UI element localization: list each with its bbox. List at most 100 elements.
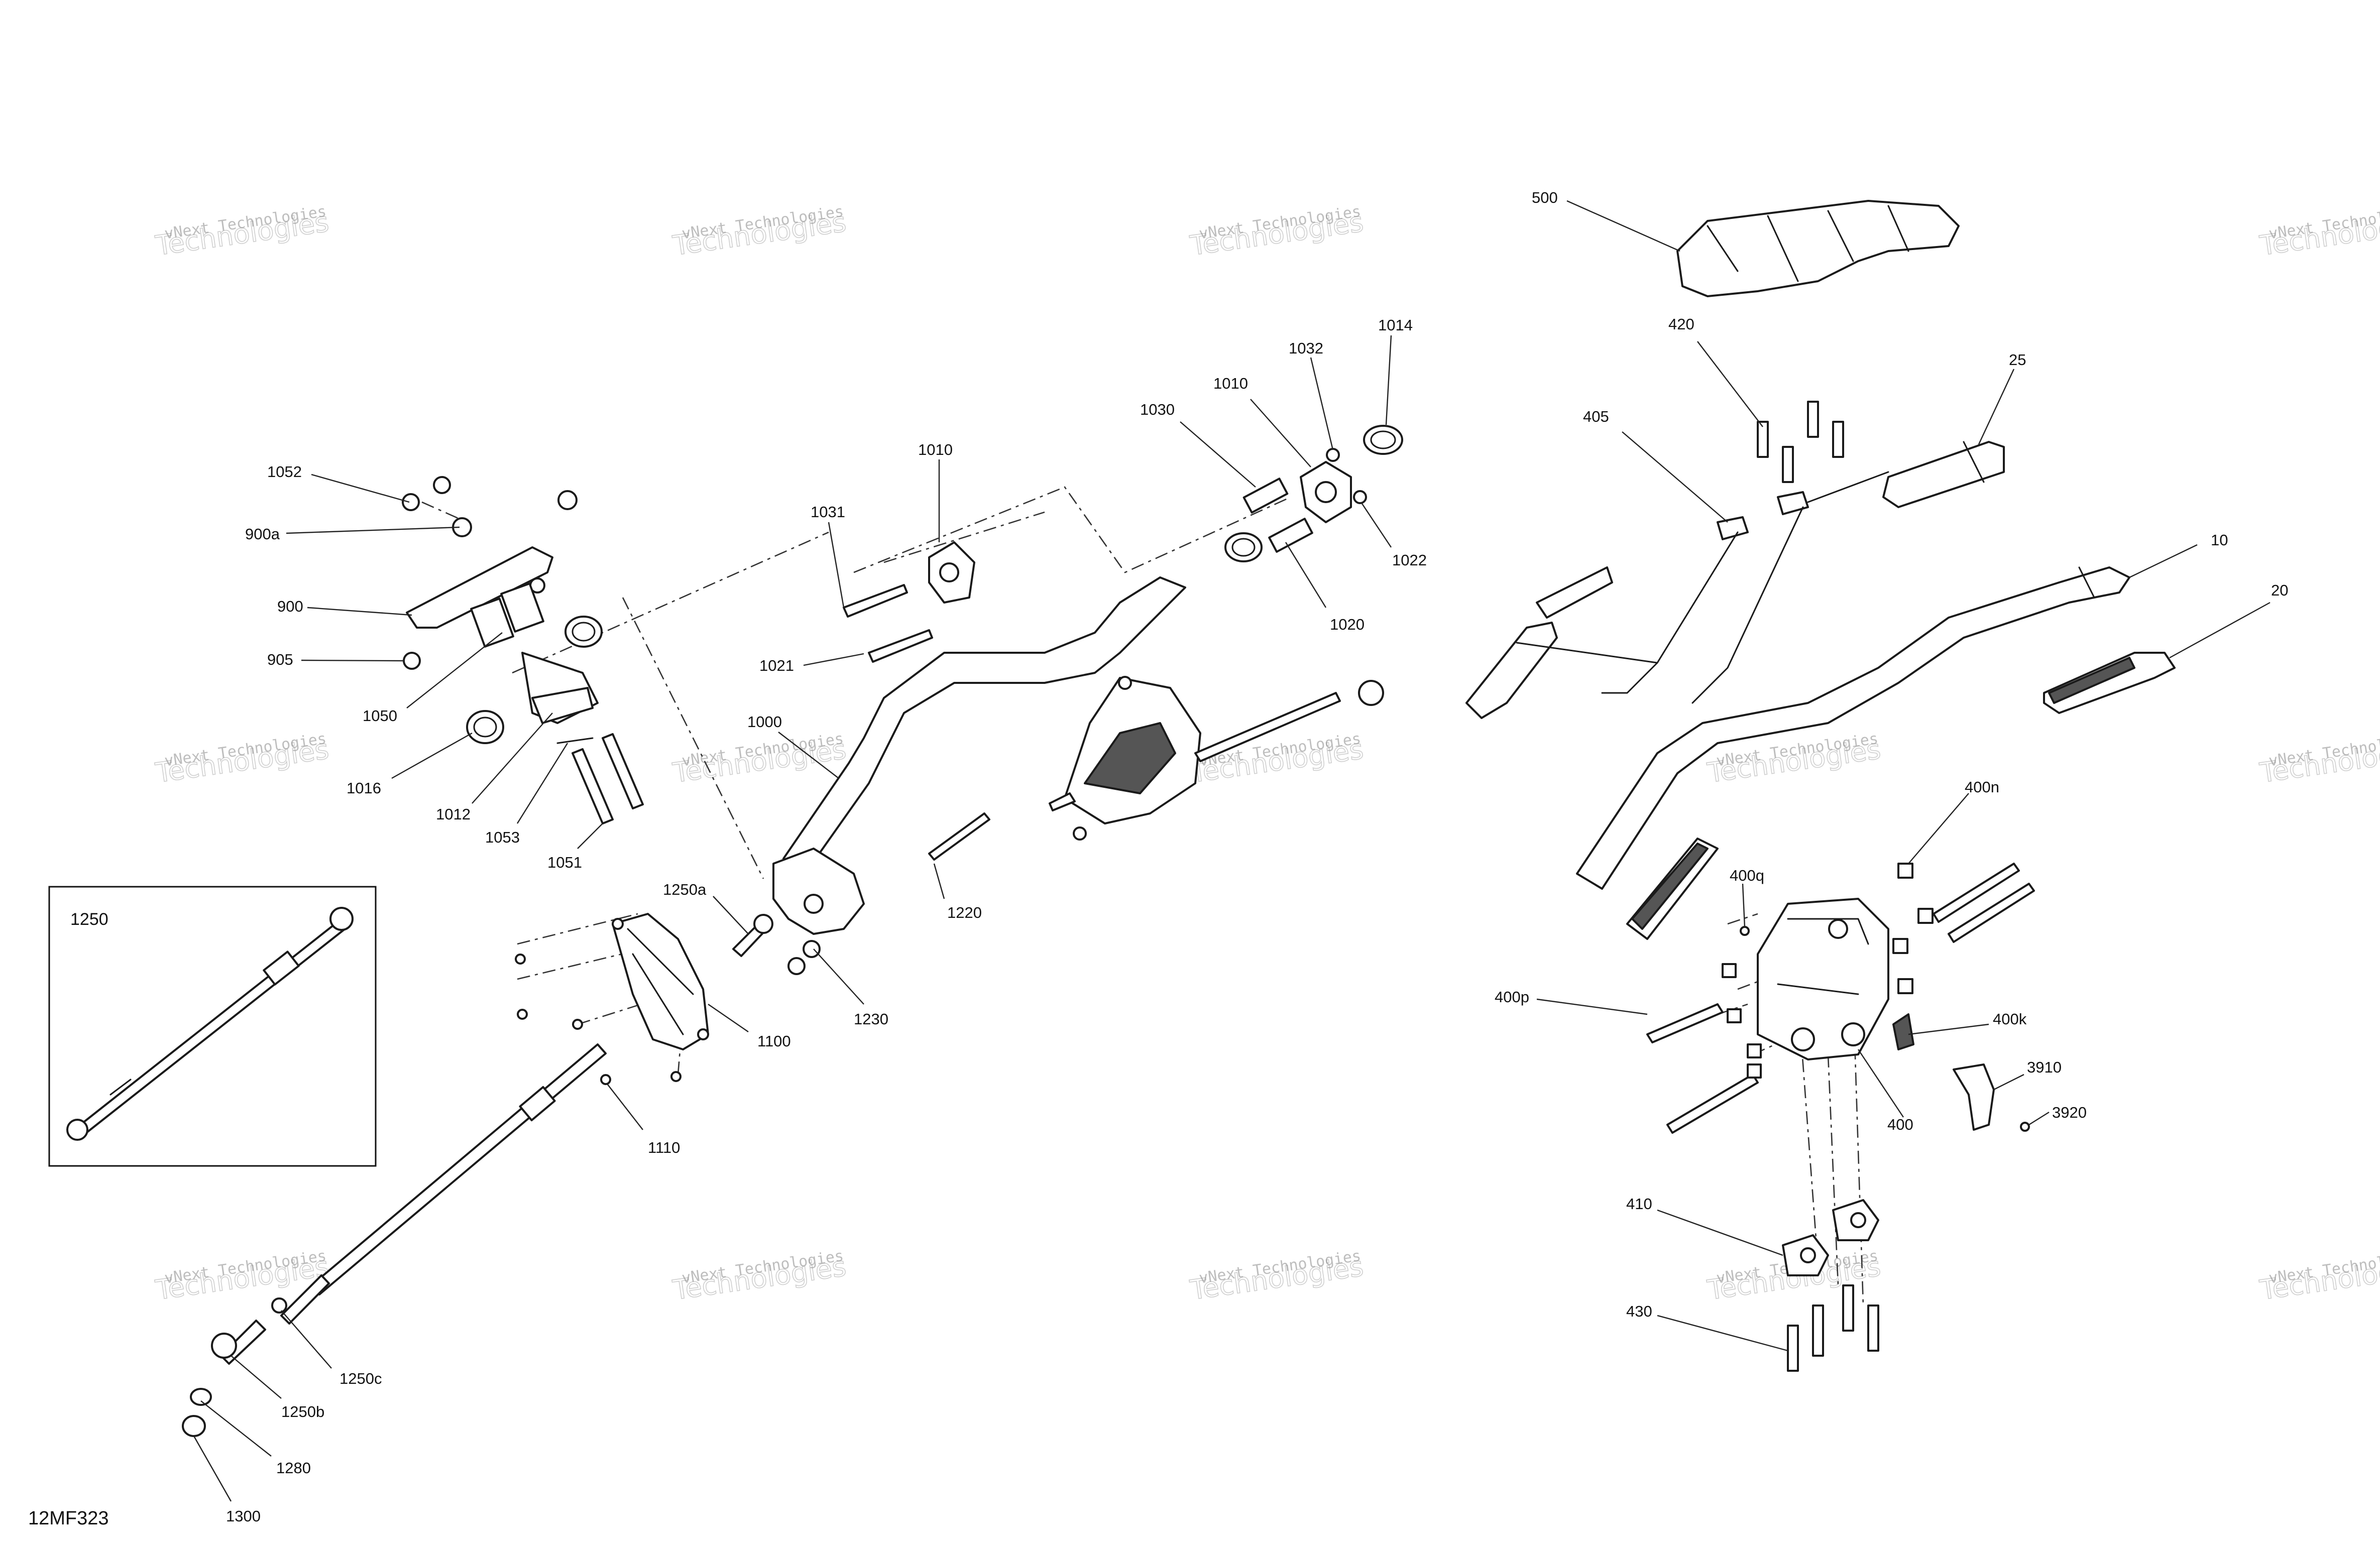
steering-cover-center xyxy=(1049,676,1384,841)
bolt-430b xyxy=(1812,1304,1824,1357)
bolt-420d xyxy=(1832,421,1844,458)
clamp-405b xyxy=(1777,491,1809,515)
washer-1280 xyxy=(190,1388,212,1406)
seal-1020 xyxy=(1224,532,1263,562)
callout-1030: 1030 xyxy=(1140,401,1175,418)
clamp-assembly-left xyxy=(402,476,644,824)
callout-1250a: 1250a xyxy=(663,881,707,898)
screw-1100c xyxy=(572,1019,583,1030)
bolt-400n-b xyxy=(1948,883,2035,943)
callout-400p: 400p xyxy=(1495,988,1529,1006)
callout-1016: 1016 xyxy=(347,779,381,797)
callout-405: 405 xyxy=(1583,408,1609,425)
seal-1014 xyxy=(1363,425,1403,455)
leader-lines xyxy=(193,200,2271,1502)
inset-1250: 1250 xyxy=(48,886,377,1167)
callout-410: 410 xyxy=(1626,1195,1652,1213)
shaft-1000 xyxy=(782,576,1186,870)
washer-1230a xyxy=(787,957,806,975)
callout-20: 20 xyxy=(2271,581,2288,599)
bolt-430d xyxy=(1867,1304,1879,1352)
screw-1100b xyxy=(517,1009,528,1020)
pin-400q xyxy=(1740,926,1750,936)
nut-1250c xyxy=(271,1297,287,1314)
washer-905 xyxy=(403,652,421,670)
riser-400 xyxy=(1646,863,2035,1134)
bolt-1051a xyxy=(572,748,614,824)
shim-1053 xyxy=(556,737,594,744)
callout-500: 500 xyxy=(1532,189,1558,206)
cable xyxy=(1807,471,1889,503)
clamp-405a xyxy=(1717,516,1749,540)
washer-1230b xyxy=(803,940,821,958)
clamp-block-1050a xyxy=(470,598,514,648)
callout-1032: 1032 xyxy=(1289,339,1323,357)
cover-1100 xyxy=(515,913,709,1085)
callout-400k: 400k xyxy=(1993,1010,2027,1028)
sleeve-1020 xyxy=(1268,518,1313,553)
callout-1022: 1022 xyxy=(1392,551,1427,569)
tie-rod-right xyxy=(1194,692,1341,762)
pin-top xyxy=(557,490,578,510)
bolt-1051b xyxy=(602,733,644,809)
bolt-1031 xyxy=(843,584,908,618)
screw-1100d xyxy=(670,1071,682,1082)
seal-1050 xyxy=(564,616,603,648)
bolt-430a xyxy=(1787,1325,1799,1372)
callout-1020: 1020 xyxy=(1330,616,1365,633)
bolt-1021 xyxy=(868,629,933,663)
callout-1250c: 1250c xyxy=(339,1370,382,1387)
tie-rod-1250 xyxy=(182,1043,607,1437)
screw-3920 xyxy=(2020,1122,2030,1132)
nut-1032 xyxy=(1326,448,1340,462)
callout-3910: 3910 xyxy=(2027,1058,2062,1076)
figure-code: 12MF323 xyxy=(28,1508,109,1529)
handlebar-pad-500 xyxy=(1676,200,1960,297)
handlebar-upper-assembly xyxy=(1465,401,2005,719)
bolt-420b xyxy=(1807,401,1819,438)
nut-400n xyxy=(1897,863,1913,879)
steering-column-1000 xyxy=(732,425,1403,975)
inset-frame xyxy=(48,886,377,1167)
callout-1250b: 1250b xyxy=(281,1403,324,1420)
callout-420: 420 xyxy=(1668,315,1694,333)
callout-1014: 1014 xyxy=(1378,316,1413,334)
callout-400n: 400n xyxy=(1965,778,1999,796)
screw-1100a xyxy=(515,954,526,965)
callout-1230: 1230 xyxy=(854,1010,888,1028)
bolt-400n-a xyxy=(1933,863,2020,923)
grip-25 xyxy=(1882,441,2005,508)
sleeve-1030 xyxy=(1242,478,1289,514)
callout-1010a: 1010 xyxy=(918,441,953,458)
clamp-block-1050b xyxy=(500,582,544,633)
bolt-430c xyxy=(1842,1284,1854,1332)
callout-1100: 1100 xyxy=(757,1032,791,1050)
handlebar-10 xyxy=(1576,566,2176,940)
callout-25: 25 xyxy=(2009,351,2026,369)
screw-1110 xyxy=(600,1074,611,1085)
callout-430: 430 xyxy=(1626,1302,1652,1320)
lower-clamp-410 xyxy=(1782,1199,1879,1372)
bolt-1220 xyxy=(928,812,990,861)
nut-1052b xyxy=(433,476,451,494)
callout-1053: 1053 xyxy=(485,828,520,846)
nut-1022 xyxy=(1353,490,1367,504)
callout-10: 10 xyxy=(2211,531,2228,549)
bolt-420a xyxy=(1757,421,1769,458)
callout-3920: 3920 xyxy=(2052,1104,2087,1121)
callout-400q: 400q xyxy=(1730,867,1764,884)
inset-label: 1250 xyxy=(70,910,108,929)
callout-1010b: 1010 xyxy=(1213,375,1248,392)
callout-1012: 1012 xyxy=(436,805,471,823)
callout-1051: 1051 xyxy=(547,854,582,871)
callout-400: 400 xyxy=(1887,1116,1913,1133)
seal-1016 xyxy=(466,710,504,744)
callout-labels: 500 420 25 405 10 20 1052 900a 900 905 1… xyxy=(226,189,2288,1525)
callout-1220: 1220 xyxy=(947,904,982,921)
callout-1031: 1031 xyxy=(811,503,845,521)
callout-1280: 1280 xyxy=(276,1459,311,1477)
callout-900a: 900a xyxy=(245,525,280,543)
callout-1110: 1110 xyxy=(648,1139,680,1156)
lever-3910 xyxy=(1953,1063,1995,1131)
